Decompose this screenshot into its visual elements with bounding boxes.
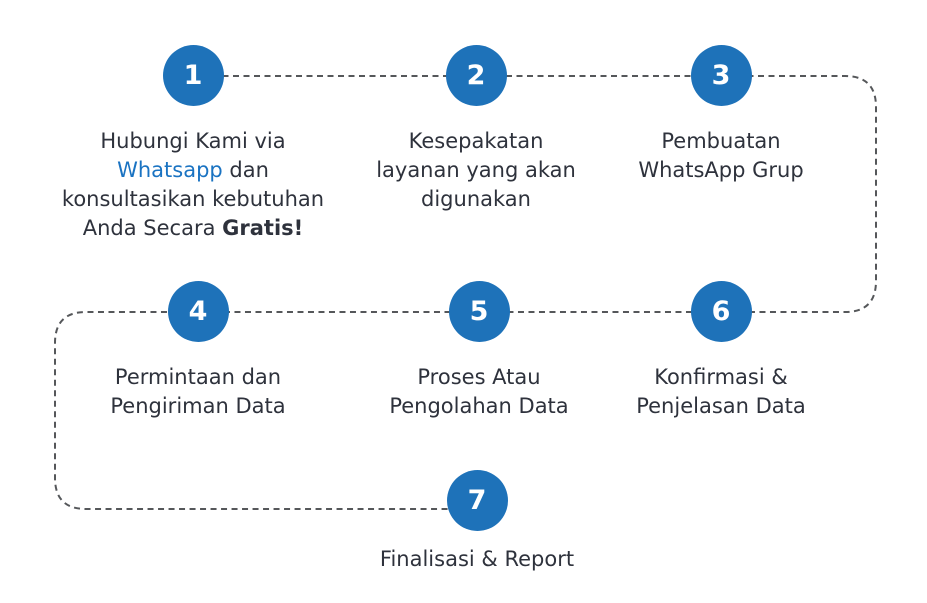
step-4-label: Permintaan dan Pengiriman Data — [110, 363, 285, 421]
step-2-label-line3: digunakan — [421, 187, 531, 211]
step-6-number: 6 — [711, 296, 731, 327]
step-5-label-line2: Pengolahan Data — [389, 394, 569, 418]
step-4-circle: 4 — [167, 281, 229, 342]
step-3-label: Pembuatan WhatsApp Grup — [638, 127, 803, 185]
step-1-label-line4: Anda Secara Gratis! — [62, 214, 324, 243]
step-4-label-line2: Pengiriman Data — [110, 394, 286, 418]
step-7-label: Finalisasi & Report — [380, 545, 574, 574]
step-2: 2 Kesepakatan layanan yang akan digunaka… — [356, 45, 596, 214]
step-1-label: Hubungi Kami via Whatsapp dan konsultasi… — [62, 127, 324, 243]
step-1-label-gratis: Gratis! — [222, 216, 304, 240]
step-3-label-line1: Pembuatan — [661, 129, 781, 153]
step-6-label-line2: Penjelasan Data — [636, 394, 806, 418]
step-4-label-line1: Permintaan dan — [114, 365, 282, 389]
step-4: 4 Permintaan dan Pengiriman Data — [78, 281, 318, 421]
step-6: 6 Konfirmasi & Penjelasan Data — [601, 281, 841, 421]
step-3-circle: 3 — [690, 45, 752, 106]
step-1-label-line3: konsultasikan kebutuhan — [61, 187, 325, 211]
step-3: 3 Pembuatan WhatsApp Grup — [601, 45, 841, 185]
step-3-number: 3 — [711, 60, 731, 91]
step-7-circle: 7 — [446, 470, 508, 531]
step-5-label-line1: Proses Atau — [417, 365, 541, 389]
step-2-label: Kesepakatan layanan yang akan digunakan — [376, 127, 576, 214]
step-2-number: 2 — [466, 60, 486, 91]
step-1: 1 Hubungi Kami via Whatsapp dan konsulta… — [33, 45, 353, 243]
step-1-circle: 1 — [162, 45, 224, 106]
step-6-label-line1: Konfirmasi & — [654, 365, 788, 389]
step-5-label: Proses Atau Pengolahan Data — [389, 363, 568, 421]
step-7-number: 7 — [467, 485, 487, 516]
step-2-circle: 2 — [445, 45, 507, 106]
step-1-number: 1 — [183, 60, 203, 91]
step-7-label-line1: Finalisasi & Report — [379, 547, 575, 571]
step-6-label: Konfirmasi & Penjelasan Data — [636, 363, 806, 421]
step-1-label-line2: Whatsapp dan — [62, 156, 324, 185]
step-3-label-line2: WhatsApp Grup — [638, 158, 804, 182]
step-6-circle: 6 — [690, 281, 752, 342]
step-7: 7 Finalisasi & Report — [347, 470, 607, 574]
step-5-number: 5 — [469, 296, 489, 327]
step-5-circle: 5 — [448, 281, 510, 342]
step-1-label-line1: Hubungi Kami via — [100, 129, 286, 153]
step-2-label-line1: Kesepakatan — [408, 129, 544, 153]
step-5: 5 Proses Atau Pengolahan Data — [359, 281, 599, 421]
step-1-label-line2-rest: dan — [222, 158, 269, 182]
step-1-label-line4-pre: Anda Secara — [82, 216, 223, 240]
whatsapp-link[interactable]: Whatsapp — [117, 158, 223, 182]
step-4-number: 4 — [188, 296, 208, 327]
step-2-label-line2: layanan yang akan — [376, 158, 576, 182]
